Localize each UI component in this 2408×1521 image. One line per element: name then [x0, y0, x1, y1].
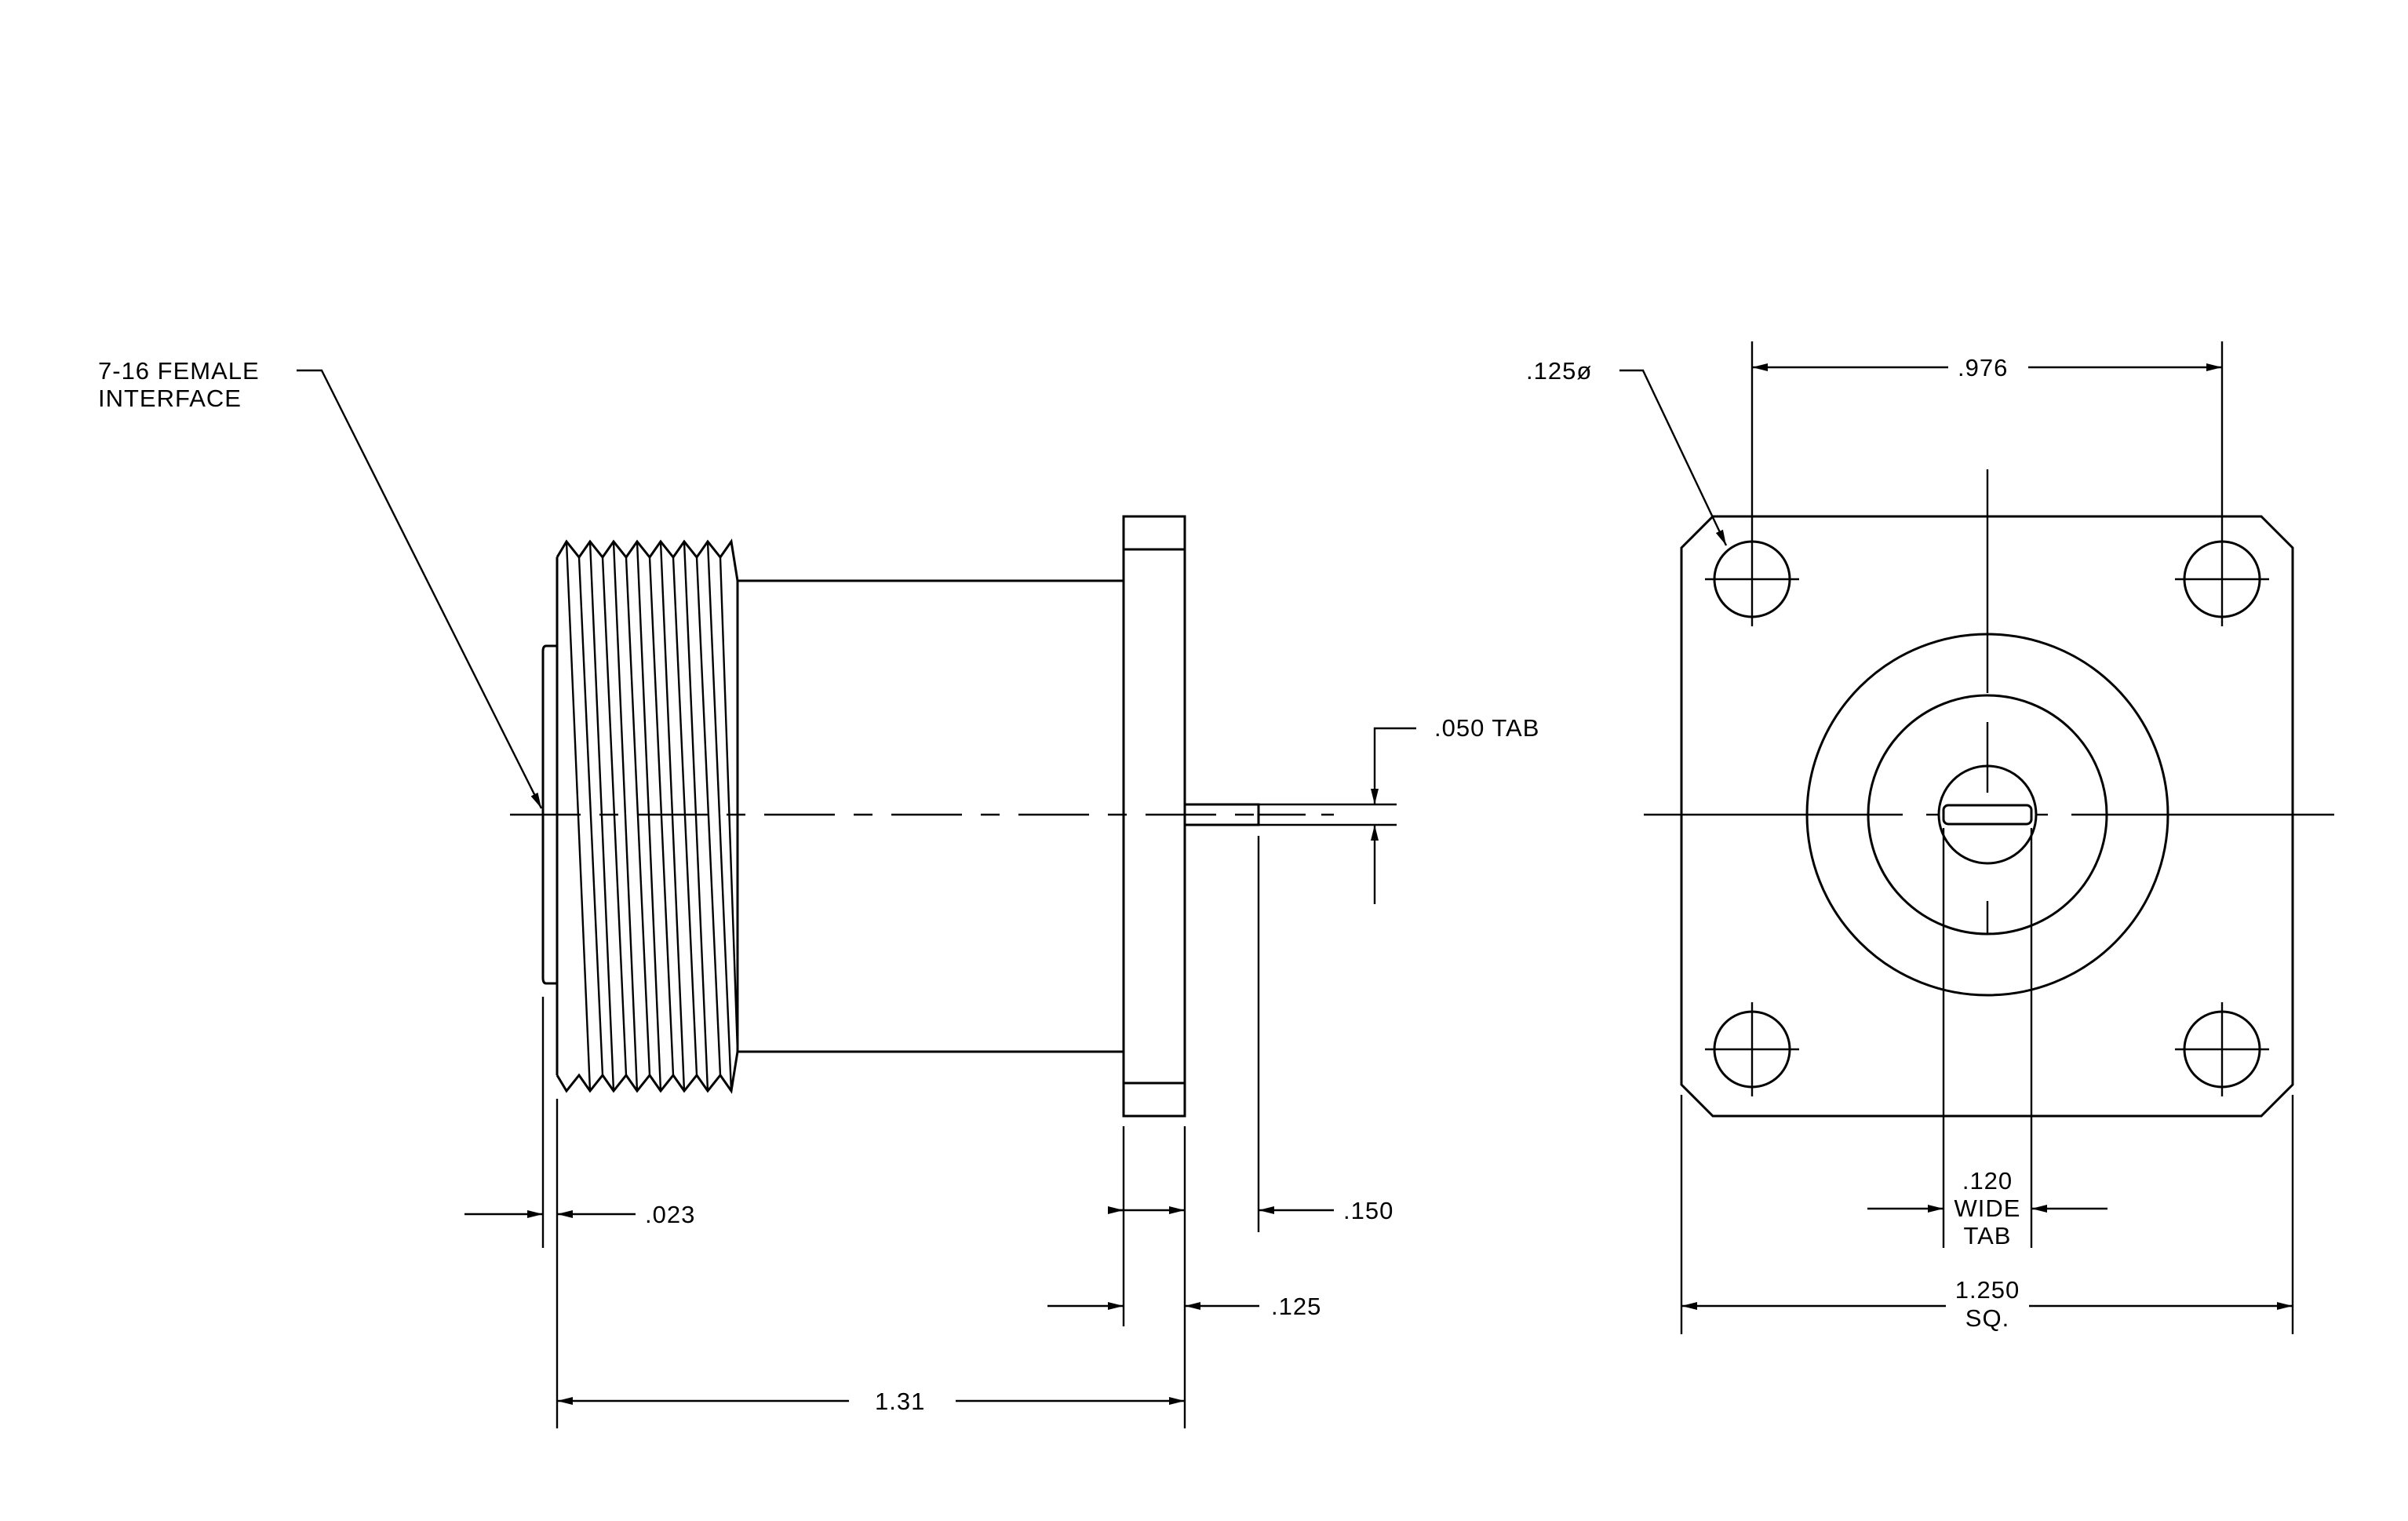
- thread-top-crests: [556, 538, 739, 582]
- dim-976-label: .976: [1958, 354, 2008, 381]
- dim-1250-label-line2: SQ.: [1965, 1304, 2009, 1332]
- barrel: [738, 579, 1124, 1053]
- mount-hole-bl: [1705, 1002, 1799, 1096]
- tab-thickness-leader: [1371, 727, 1416, 804]
- side-view: 7-16 FEMALE INTERFACE .050 TAB .023 .150…: [98, 357, 1539, 1428]
- thread-helix: [565, 541, 739, 1092]
- dim-131-label: 1.31: [875, 1388, 925, 1415]
- hole-dia-leader: [1619, 369, 1728, 546]
- outer-body-circle: [1805, 633, 2169, 997]
- mount-hole-tl: [1705, 532, 1799, 626]
- flange-square: [1680, 515, 2294, 1118]
- inner-body-circle: [1867, 694, 2108, 936]
- mount-hole-br: [2175, 1002, 2269, 1096]
- dim-1250-label-line1: 1.250: [1955, 1276, 2020, 1304]
- front-view: .125ø .976 .120 WIDE TAB 1.250 SQ.: [1526, 341, 2334, 1334]
- dim-125-label: .125: [1271, 1293, 1321, 1320]
- flange: [1122, 515, 1186, 1118]
- dim-120-label-line2: WIDE: [1954, 1195, 2021, 1222]
- dim-150-label: .150: [1343, 1197, 1393, 1224]
- thread-body: [556, 557, 739, 1075]
- front-lip: [541, 644, 557, 985]
- interface-leader: [297, 369, 543, 809]
- tab-slot: [1942, 804, 2033, 826]
- dim-023-label: .023: [645, 1201, 695, 1228]
- dim-120-label-line1: .120: [1962, 1167, 2013, 1195]
- hole-dia-label: .125ø: [1526, 357, 1592, 385]
- interface-label-line2: INTERFACE: [98, 385, 242, 412]
- interface-label-line1: 7-16 FEMALE: [98, 357, 260, 385]
- tab-thickness-label: .050 TAB: [1434, 714, 1539, 742]
- thread-bottom-crests: [556, 1051, 739, 1094]
- mount-hole-tr: [2175, 532, 2269, 626]
- dim-120-label-line3: TAB: [1964, 1222, 2012, 1249]
